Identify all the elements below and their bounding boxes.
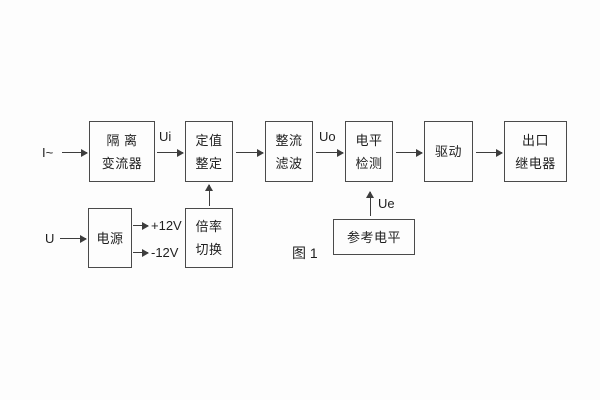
block-reference-level: 参考电平 [333,219,415,255]
label-signal-ue: Ue [378,196,395,211]
arrow-reference-ue-up [366,191,374,216]
arrow-power-plus12 [133,221,149,230]
block-ratio-switch-line2: 切换 [195,242,223,257]
block-output-relay: 出口 继电器 [504,121,567,182]
arrow-drive-to-relay [476,148,503,157]
arrow-current-to-isolation [62,148,88,157]
block-level-detect-line1: 电平 [355,132,383,148]
block-reference-level-label: 参考电平 [346,229,401,245]
block-output-relay-line2: 继电器 [515,155,556,171]
block-setpoint-setting-line1: 定值 [195,132,223,148]
figure-caption: 图 1 [292,245,318,261]
block-power-supply-label: 电源 [96,230,124,246]
label-minus-12v: -12V [151,245,179,260]
block-rectifier-filter: 整流 滤波 [265,121,313,182]
label-signal-ui: Ui [159,129,172,144]
block-level-detect: 电平 检测 [345,121,393,182]
block-setpoint-setting: 定值 整定 [185,121,233,182]
arrow-ratio-to-setpoint [205,184,213,206]
block-isolation-transformer-line2: 变流器 [101,155,143,171]
arrow-level-to-drive [396,148,423,157]
arrow-power-minus12 [133,248,149,257]
block-level-detect-line2: 检测 [355,155,383,171]
label-current-input: I~ [42,145,54,160]
block-drive-label: 驱动 [434,144,462,159]
arrow-setpoint-to-rectifier [236,148,264,157]
block-setpoint-setting-line2: 整定 [195,155,223,171]
block-ratio-switch: 倍率 切换 [185,208,233,268]
label-plus-12v: +12V [151,218,182,233]
block-ratio-switch-line1: 倍率 [195,219,223,234]
arrow-rectifier-to-level [316,148,344,157]
block-rectifier-filter-line2: 滤波 [275,155,303,171]
block-isolation-transformer-line1: 隔 离 [106,132,138,148]
block-isolation-transformer: 隔 离 变流器 [89,121,155,182]
arrow-voltage-to-power [60,234,87,243]
block-drive: 驱动 [424,121,473,182]
label-voltage-input: U [45,231,55,246]
block-output-relay-line1: 出口 [521,132,549,148]
label-signal-uo: Uo [319,129,336,144]
arrow-isolation-to-setpoint [157,148,184,157]
block-power-supply: 电源 [88,208,132,268]
block-rectifier-filter-line1: 整流 [275,132,303,148]
